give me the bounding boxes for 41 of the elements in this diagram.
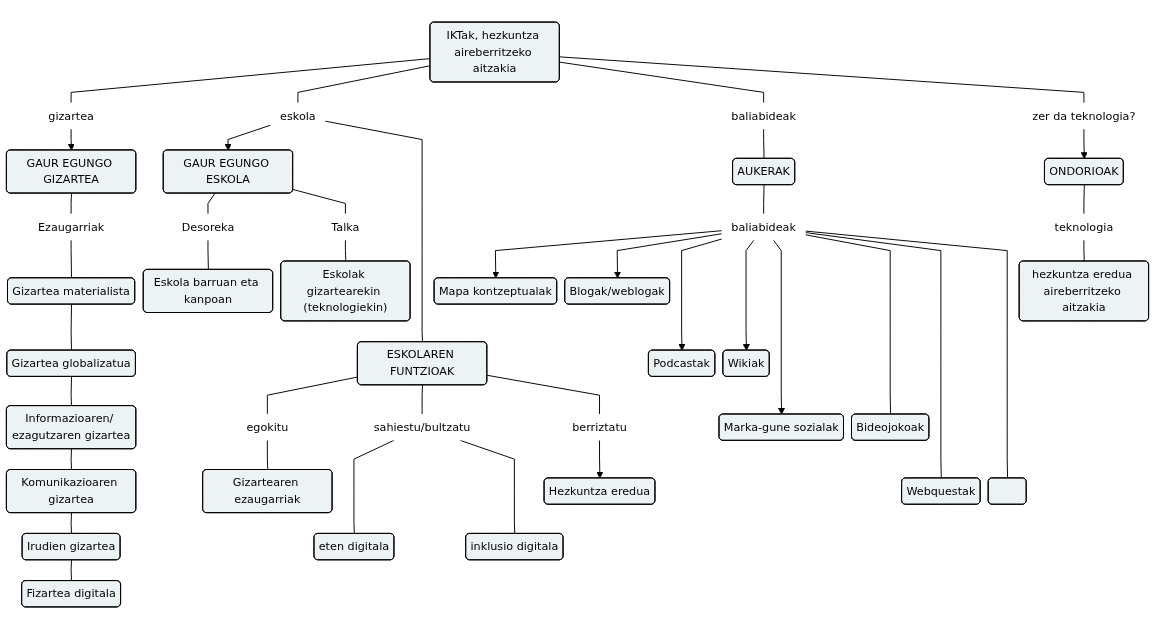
connector [559,61,765,104]
connector [805,234,892,415]
connector [805,230,1009,479]
node-text: zer da teknologia? [1032,109,1136,122]
connector [324,120,423,343]
connector [266,439,269,471]
connector [266,376,359,415]
connector [344,239,347,262]
connector [70,304,72,351]
connector [70,193,72,215]
node-text: Ezaugarriak [37,220,105,233]
connector [70,559,72,582]
connector [486,374,600,415]
connector [421,384,423,415]
node-text: sahiestu/bultzatu [373,420,471,434]
connector [459,439,516,535]
connector [70,239,72,279]
node-text: gizartea [48,109,94,122]
connector [70,58,431,104]
node-text: berriztatu [572,420,627,434]
connector [70,448,72,471]
node-text: teknologia [1054,220,1114,233]
node-text: eskola [280,109,316,122]
node-text: egokitu [246,420,289,434]
connector [763,184,765,215]
connector [763,128,765,160]
connector [70,512,72,535]
node-text: baliabideak [731,220,796,233]
connector [1083,239,1085,262]
connector [805,232,942,479]
connector [297,65,431,104]
node-text: Talka [331,220,360,233]
connector [559,56,1085,104]
connector [70,376,72,407]
connector [207,239,209,271]
connector [1083,184,1085,215]
node-text: Desoreka [181,220,235,233]
connector [207,193,216,215]
connector [292,189,346,215]
connector [353,439,395,535]
node-text: baliabideak [731,109,796,122]
